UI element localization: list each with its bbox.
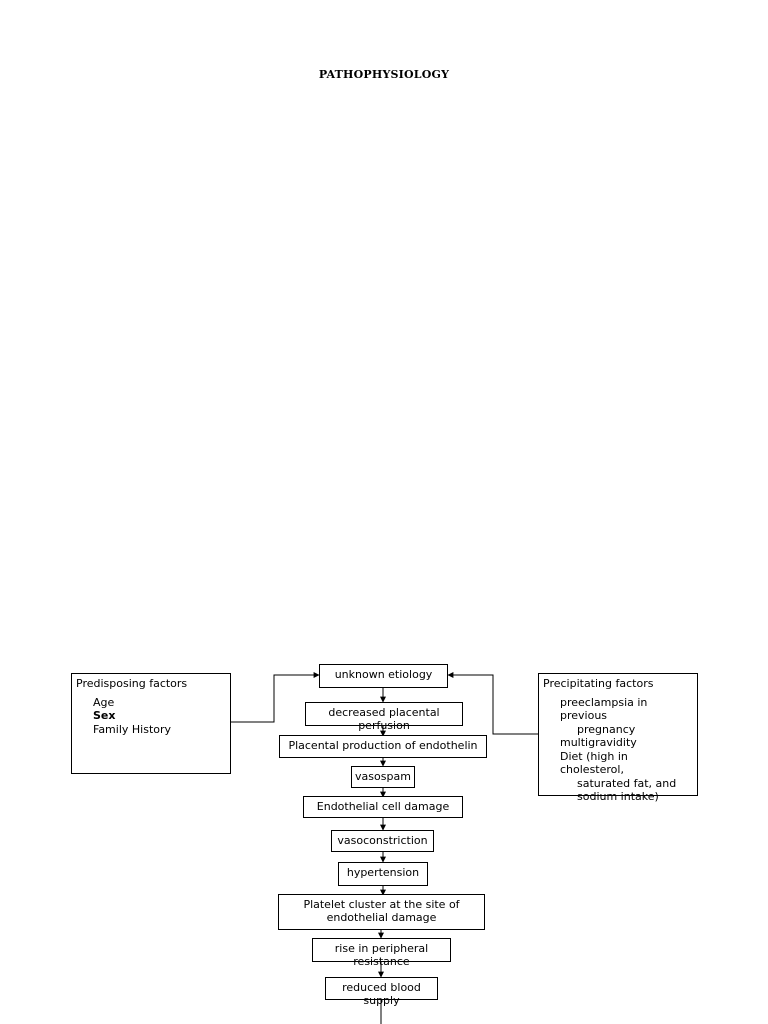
predisposing-heading: Predisposing factors [76,677,188,690]
step-hypertension: hypertension [338,862,428,886]
step-unknown-etiology: unknown etiology [319,664,448,688]
predisposing-factors-box: Predisposing factors Age Sex Family Hist… [71,673,231,774]
predisposing-connector [230,672,320,723]
precipitating-item-text: preeclampsia in previous [560,695,648,723]
precipitating-item-cont: saturated fat, and sodium intake) [577,776,677,804]
step-decreased-placental-perfusion: decreased placental perfusion [305,702,463,732]
precipitating-heading: Precipitating factors [543,677,654,690]
predisposing-item: Sex [93,709,116,722]
step-platelet-cluster: Platelet cluster at the site of endothel… [278,894,485,930]
precipitating-factors-box: Precipitating factors preeclampsia in pr… [538,673,698,803]
step-endothelial-cell-damage: Endothelial cell damage [303,796,463,818]
page-title: PATHOPHYSIOLOGY [318,68,450,81]
step-reduced-blood-supply: reduced blood supply [325,977,438,1007]
step-placental-production-endothelin: Placental production of endothelin [279,735,487,758]
step-vasospam: vasospam [351,766,415,788]
precipitating-item: multigravidity [560,736,693,750]
precipitating-item-text: multigravidity [560,736,637,749]
predisposing-item: Age [93,695,115,709]
precipitating-connector [447,672,538,735]
step-vasoconstriction: vasoconstriction [331,830,434,852]
step-rise-peripheral-resistance: rise in peripheral resistance [312,938,451,968]
precipitating-item: Diet (high in cholesterol, saturated fat… [560,750,693,804]
precipitating-item-text: Diet (high in cholesterol, [560,749,628,777]
precipitating-item: preeclampsia in previous pregnancy [560,696,693,737]
precipitating-item-cont: pregnancy [577,722,636,736]
predisposing-item: Family History [93,722,172,736]
